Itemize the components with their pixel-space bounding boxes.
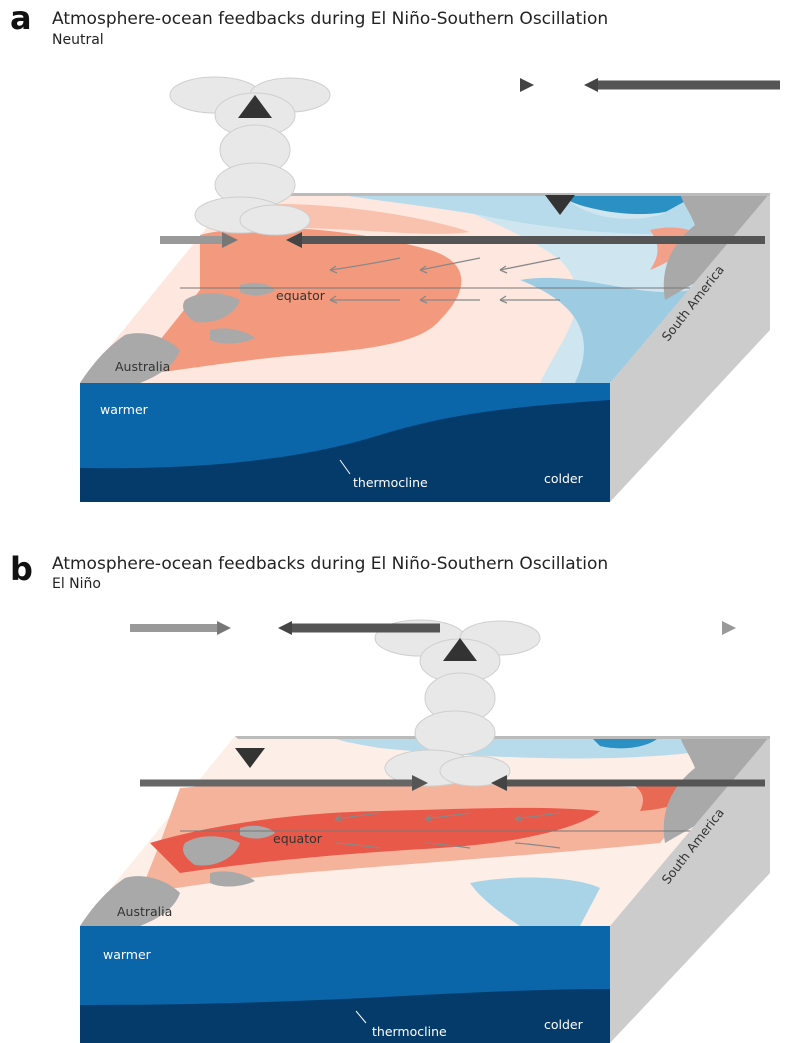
box-top-edge bbox=[235, 193, 770, 196]
walker-circulation-shifted bbox=[130, 621, 765, 791]
thermocline-deep-layer bbox=[80, 400, 610, 502]
colder-label: colder bbox=[544, 471, 584, 486]
thermocline-label: thermocline bbox=[372, 1024, 447, 1039]
trade-wind-arrows bbox=[329, 257, 561, 304]
panel-subtitle: Neutral bbox=[52, 32, 104, 48]
cool-anomaly-south bbox=[470, 877, 600, 926]
panel-title: Atmosphere-ocean feedbacks during El Niñ… bbox=[52, 9, 609, 29]
cold-anomaly-north bbox=[590, 736, 660, 749]
colder-label: colder bbox=[544, 1017, 584, 1032]
panel-el-nino: b Atmosphere-ocean feedbacks during El N… bbox=[0, 543, 790, 1043]
box-top-edge bbox=[235, 736, 770, 739]
cool-anomaly-mid bbox=[520, 277, 690, 383]
south-america-land bbox=[663, 193, 770, 300]
australia-land bbox=[80, 333, 180, 383]
box-side bbox=[610, 736, 770, 1043]
cold-anomaly-north bbox=[560, 193, 690, 215]
thermocline-pointer bbox=[355, 1010, 367, 1024]
panel-neutral: a Atmosphere-ocean feedbacks during El N… bbox=[0, 0, 790, 520]
warmer-label: warmer bbox=[100, 402, 149, 417]
thermocline-deep-layer bbox=[80, 989, 610, 1043]
enso-el-nino-diagram: equator warmer colder thermocline Austra… bbox=[80, 619, 770, 1043]
maritime-continent-land bbox=[183, 282, 275, 344]
enso-neutral-diagram: equator warmer colder thermocline Austra… bbox=[80, 76, 780, 502]
thermocline-pointer bbox=[339, 459, 351, 475]
cool-band-north bbox=[330, 193, 770, 235]
maritime-continent-land bbox=[183, 825, 275, 887]
australia-label: Australia bbox=[115, 359, 170, 374]
thermocline-label: thermocline bbox=[353, 475, 428, 490]
walker-circulation bbox=[160, 78, 780, 248]
panel-title: Atmosphere-ocean feedbacks during El Niñ… bbox=[52, 554, 609, 574]
box-side bbox=[610, 193, 770, 502]
hot-anomaly bbox=[150, 807, 600, 873]
weak-trade-wind-arrows bbox=[334, 812, 561, 849]
australia-land bbox=[80, 876, 180, 926]
panel-letter: a bbox=[10, 0, 32, 37]
warmer-label: warmer bbox=[103, 947, 152, 962]
equator-label: equator bbox=[276, 288, 326, 303]
panel-subtitle: El Niño bbox=[52, 576, 101, 592]
south-america-land bbox=[663, 736, 770, 843]
equator-label: equator bbox=[273, 831, 323, 846]
australia-label: Australia bbox=[117, 904, 172, 919]
panel-letter: b bbox=[10, 550, 33, 588]
